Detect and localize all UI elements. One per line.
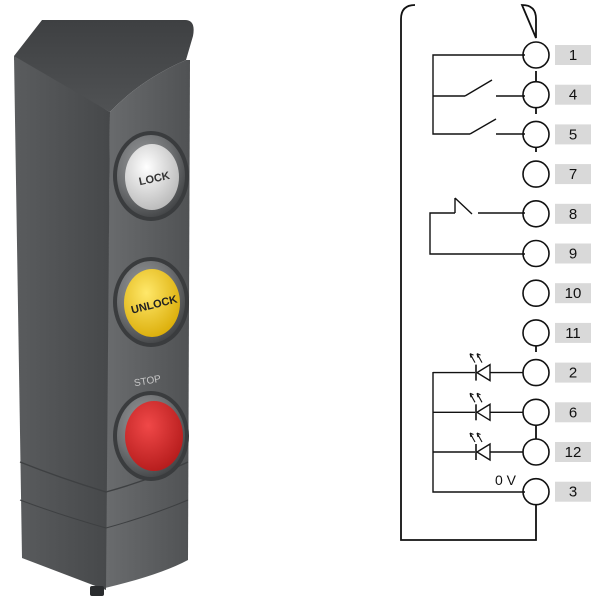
cable-connector bbox=[90, 586, 104, 596]
terminal-label-box bbox=[555, 164, 591, 185]
diode-triangle-icon bbox=[475, 363, 491, 382]
terminal-2: 2 bbox=[522, 358, 591, 387]
terminal-circle bbox=[522, 120, 550, 149]
switch-contact-8 bbox=[454, 197, 473, 215]
light-arrow-icon bbox=[469, 392, 476, 403]
diode-triangle-icon bbox=[475, 403, 491, 422]
terminal-number: 1 bbox=[569, 47, 577, 64]
terminal-circle bbox=[522, 438, 550, 466]
terminal-circle bbox=[522, 319, 550, 347]
terminal-label-box bbox=[555, 402, 591, 423]
terminal-circle bbox=[522, 477, 550, 506]
terminal-1: 1 bbox=[522, 41, 591, 69]
light-arrow-icon bbox=[476, 392, 483, 403]
terminal-circle bbox=[522, 200, 550, 228]
terminal-number: 4 bbox=[569, 87, 577, 104]
terminal-number: 7 bbox=[569, 166, 577, 183]
led-12 bbox=[433, 432, 523, 462]
housing-seam-2 bbox=[19, 499, 189, 529]
zero-volt-label: 0 V bbox=[495, 472, 517, 488]
terminal-number: 2 bbox=[569, 365, 577, 382]
wire-term-9 bbox=[429, 212, 525, 255]
terminal-label-box bbox=[555, 442, 591, 462]
terminal-number: 6 bbox=[569, 404, 577, 421]
terminal-number: 9 bbox=[569, 246, 577, 263]
terminal-12: 12 bbox=[522, 438, 591, 466]
terminal-7: 7 bbox=[522, 160, 591, 188]
terminal-label-box bbox=[555, 481, 591, 502]
lock-button[interactable]: LOCK bbox=[113, 131, 189, 221]
housing-front bbox=[14, 56, 110, 590]
light-arrow-icon bbox=[476, 353, 483, 363]
terminal-number: 3 bbox=[569, 484, 577, 501]
terminal-number: 11 bbox=[565, 325, 581, 342]
terminal-circle bbox=[522, 279, 550, 308]
diode-triangle-icon bbox=[475, 442, 491, 462]
housing-top bbox=[14, 20, 194, 112]
terminal-8: 8 bbox=[522, 200, 591, 228]
terminal-circle bbox=[522, 41, 550, 69]
terminal-5: 5 bbox=[522, 120, 591, 149]
wire-common-1 bbox=[432, 54, 525, 135]
terminal-circle bbox=[522, 80, 550, 109]
led-6 bbox=[433, 392, 523, 422]
stop-label: STOP bbox=[133, 374, 162, 390]
unlock-button[interactable]: UNLOCK bbox=[113, 257, 189, 347]
terminal-label-box bbox=[555, 84, 591, 105]
terminal-11: 11 bbox=[522, 319, 591, 347]
terminal-label-box bbox=[555, 243, 591, 264]
terminal-number: 10 bbox=[565, 285, 582, 302]
terminal-strip: 1 4 5 7 8 9 10 11 2 6 12 3 bbox=[522, 41, 591, 506]
terminal-label-box bbox=[555, 362, 591, 383]
stop-button[interactable] bbox=[113, 391, 189, 481]
terminal-label-box bbox=[555, 124, 591, 145]
terminal-3: 3 bbox=[522, 477, 591, 506]
switch-contact-4 bbox=[464, 79, 493, 97]
light-arrow-icon bbox=[476, 432, 483, 443]
pushbutton-station: LOCK UNLOCK STOP bbox=[14, 20, 194, 596]
terminal-number: 5 bbox=[569, 126, 577, 143]
terminal-circle bbox=[522, 160, 550, 188]
terminal-6: 6 bbox=[522, 398, 591, 427]
terminal-label-box bbox=[555, 203, 591, 224]
terminal-label-box bbox=[555, 283, 591, 304]
terminal-9: 9 bbox=[522, 239, 591, 268]
light-arrow-icon bbox=[469, 432, 476, 443]
terminal-10: 10 bbox=[522, 279, 591, 308]
terminal-circle bbox=[522, 239, 550, 268]
terminal-number: 12 bbox=[565, 444, 582, 461]
terminal-number: 8 bbox=[569, 206, 577, 223]
terminal-circle bbox=[522, 398, 550, 427]
light-arrow-icon bbox=[469, 353, 476, 363]
terminal-label-box bbox=[555, 322, 591, 343]
terminal-circle bbox=[522, 358, 550, 387]
led-2 bbox=[433, 353, 523, 382]
switch-contact-5 bbox=[469, 118, 497, 135]
terminal-4: 4 bbox=[522, 80, 591, 109]
enclosure-outline bbox=[400, 4, 537, 541]
wiring-diagram: 1 4 5 7 8 9 10 11 2 6 12 3 0 V bbox=[400, 4, 591, 541]
led-group bbox=[433, 353, 523, 462]
terminal-label-box bbox=[555, 45, 591, 65]
